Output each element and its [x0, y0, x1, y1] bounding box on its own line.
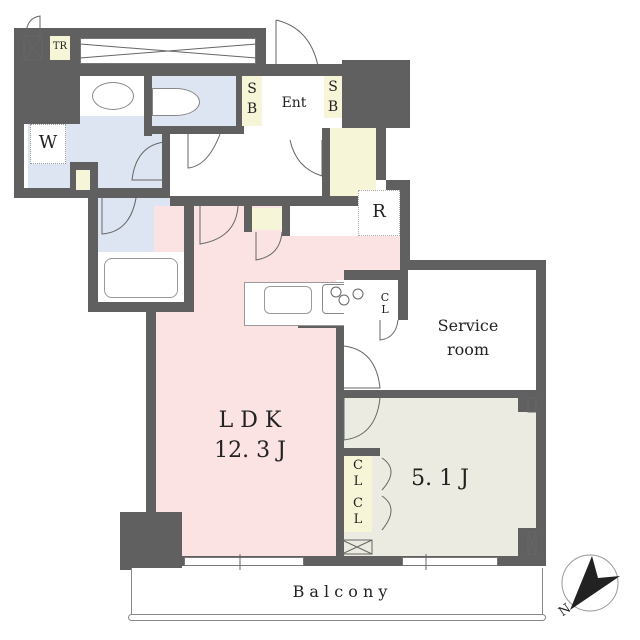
refrigerator-label: R [372, 201, 386, 222]
wall [182, 556, 546, 566]
closet-kitchen-label-2: L [381, 303, 389, 316]
ldk-size-label: 12. 3 J [214, 438, 286, 463]
service-room-label-2: room [446, 340, 490, 359]
wall [376, 128, 386, 180]
balcony-label: B a l c o n y [292, 582, 388, 601]
wall [144, 76, 152, 136]
wall [518, 398, 536, 412]
closet-bedroom-2[interactable] [344, 494, 372, 532]
door-swing-icon [131, 141, 165, 181]
wall [162, 134, 170, 196]
bathtub-shape [104, 258, 178, 298]
wall [244, 206, 252, 232]
door-swing-icon [343, 345, 381, 389]
wall [322, 128, 330, 206]
closet-kitchen-label-1: C [380, 291, 390, 304]
door-swing-icon [379, 319, 399, 341]
shoe-box-right[interactable] [324, 76, 342, 118]
compass-icon [561, 554, 619, 612]
wall [344, 270, 400, 280]
washer-space [30, 124, 66, 164]
service-room-label-1: Service [437, 316, 499, 335]
bedroom-floor [344, 398, 536, 556]
wall [70, 64, 342, 76]
pipe-shaft-icon [341, 539, 373, 555]
refrigerator-space [358, 190, 400, 236]
ldk-small-storage[interactable] [252, 208, 282, 230]
closet-door-icon [381, 457, 392, 531]
shoe-box-left-label-1: S [247, 81, 257, 97]
wall [236, 76, 244, 134]
hall-corridor-strip [290, 206, 358, 236]
wall [400, 180, 410, 284]
wall [342, 60, 410, 128]
door-swing-icon [101, 197, 137, 235]
closet-bedroom-1-label-1: C [353, 458, 363, 473]
hall-floor [170, 134, 322, 196]
door-swing-icon [255, 231, 283, 261]
shoe-box-left[interactable] [242, 76, 262, 126]
wall [70, 28, 266, 38]
wall [120, 512, 182, 570]
wall [344, 390, 544, 398]
shoe-box-left-label-2: B [246, 101, 258, 117]
wall [386, 180, 410, 190]
window-cross [79, 43, 257, 59]
bedroom-size-label: 5. 1 J [411, 466, 469, 491]
door-swing-icon [187, 133, 221, 169]
wall [170, 196, 370, 206]
wall [144, 126, 244, 134]
wall [88, 188, 98, 310]
closet-bedroom-1[interactable] [344, 456, 372, 494]
wall [256, 28, 266, 70]
kitchen-sink [264, 286, 312, 314]
closet-bedroom-1-label-2: L [353, 474, 363, 489]
wall [398, 270, 408, 320]
wall [88, 302, 194, 312]
door-swing-icon [343, 397, 381, 441]
washroom-closet[interactable] [76, 170, 90, 190]
wall [14, 188, 190, 198]
wall [344, 448, 380, 456]
wall [336, 318, 344, 560]
wall [146, 310, 156, 560]
wall [518, 528, 536, 556]
entrance-label: Ent [281, 95, 307, 111]
closet-bedroom-2-label-2: L [353, 512, 363, 527]
hall-storage [330, 128, 376, 196]
wall [536, 260, 546, 566]
compass-needle-icon [570, 556, 620, 610]
trunk-room[interactable] [50, 36, 70, 60]
wall [282, 206, 290, 236]
window-bedroom[interactable] [402, 557, 498, 566]
balcony [131, 568, 543, 616]
ldk-label: L D K [218, 408, 282, 433]
entrance-door-icon [275, 19, 319, 67]
toilet [152, 88, 200, 116]
pipe-shaft-icon [23, 35, 43, 61]
shoe-box-right-label-1: S [328, 79, 338, 95]
wall [400, 260, 546, 270]
trunk-room-label: TR [52, 41, 68, 52]
wall [184, 188, 194, 306]
door-swing-icon [289, 139, 323, 177]
washer-label: W [38, 132, 58, 153]
door-swing-icon [199, 205, 239, 245]
balcony-rail [128, 614, 546, 621]
shoe-box-right-label-2: B [327, 99, 339, 115]
entrance-floor [262, 76, 324, 128]
window-ldk[interactable] [184, 557, 304, 566]
vanity-basin [92, 82, 134, 110]
closet-bedroom-2-label-1: C [353, 496, 363, 511]
